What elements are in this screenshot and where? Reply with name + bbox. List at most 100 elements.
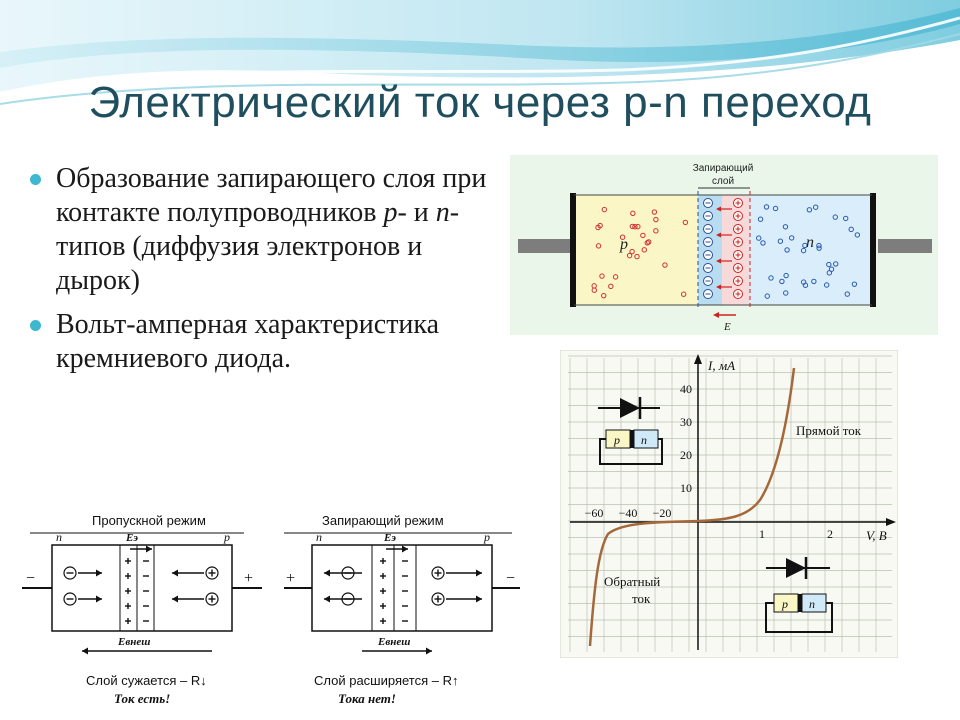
field-label: E [723,321,731,333]
forward-diode: p n [598,397,663,465]
electron-dot [816,242,822,249]
hole-dot [632,224,638,230]
forward-mode-title: Пропускной режим [92,513,206,528]
bullet-2-text: Вольт-амперная характеристика кремниевог… [56,309,440,374]
electron-dot [779,278,785,285]
field-line-head [716,284,721,290]
vac-curve [588,367,796,647]
field-line-head [716,232,721,238]
reverse-wire [765,602,833,633]
electron-dot [851,281,858,287]
carrier-arrow-head [426,647,432,655]
hole-dot [680,291,687,297]
electron-dot [832,214,838,220]
hole-dot [662,262,668,268]
carrier-arrow-head [402,545,408,553]
reverse-mode-title: Запирающий режим [322,513,444,528]
junction-diagram: Запирающий слой p n E [510,155,938,335]
hole-dot [646,239,652,245]
carrier-arrow-head [96,569,102,577]
lead-right [878,239,932,253]
electron-dot [757,216,764,222]
vac-chart: I, мА V, В 40 30 20 10 −60 −40 −20 1 2 П… [560,350,898,658]
hole-dot [635,223,641,230]
forward-caption-1: Слой сужается – R↓ [86,673,207,688]
slide-title: Электрический ток через p-n переход [88,78,872,127]
x-tick-2: 2 [827,527,833,541]
carrier-arrow-head [172,569,178,577]
electron-dot [784,247,790,253]
y-tick-10: 10 [680,481,692,495]
carrier-arrow-head [476,569,482,577]
bullet-list: Образование запирающего слоя при контакт… [28,162,508,386]
carrier-arrow-head [324,569,330,577]
x-axis-arrow [886,518,896,526]
hole-dot [619,234,626,240]
electron-dot [763,204,770,210]
electron-dot [768,275,774,281]
hole-dot [599,273,605,279]
carrier-arrow-head [324,595,330,603]
electron-dot [816,245,822,251]
forward-caption-2: Ток есть! [114,691,170,706]
forward-junction [630,430,634,448]
chart-background [560,350,898,658]
bullet-1-n: n [435,197,450,228]
electron-dot [848,226,854,233]
hole-dot [626,252,633,259]
reverse-minus-sign: − [506,570,515,587]
field-line-head [716,258,721,264]
forward-plus-sign: + [244,570,253,587]
contact-left [570,193,576,307]
forward-e-ext-label: Eвнеш [117,636,150,648]
reverse-body [311,544,493,632]
electron-dot [842,215,849,222]
carrier-arrow-head [476,595,482,603]
diode-triangle [786,558,806,578]
reverse-p-label: p [483,530,490,544]
bullet-item-2: Вольт-амперная характеристика кремниевог… [28,308,508,376]
forward-carriers [63,545,219,655]
hole-dot [601,292,607,299]
p-holes [591,206,689,299]
reverse-caption-1: Слой расширяется – R↑ [314,673,459,688]
forward-p-label: p [223,530,230,544]
electron-dot [782,224,789,230]
hole-dot [640,232,646,239]
y-tick-20: 20 [680,448,692,462]
hole-dot [595,243,602,249]
hole-dot [597,222,603,229]
y-axis-label: I, мА [707,358,735,373]
y-tick-30: 30 [680,415,692,429]
bullet-1-p: p [383,197,398,228]
carrier-arrow-head [82,647,88,655]
reverse-mode: Запирающий режим + − n p Eэ Eвнеш Слой р… [284,513,520,706]
electron-dot [826,261,832,268]
wave-mid [0,8,960,68]
wave-line [0,16,960,98]
field-arrow-head [713,312,719,318]
hole-dot [629,248,635,255]
layer-label-line1: Запирающий [693,163,754,174]
electron-dot [800,247,807,254]
reverse-diode: p n [765,557,833,633]
wave-line-2 [0,33,960,105]
electron-dot [811,278,817,285]
bias-modes-diagram: Пропускной режим − + n p Eэ Eвнеш Слой с… [22,503,522,713]
reverse-caption-2: Тока нет! [338,691,396,706]
bullet-1-text-a: Образование запирающего слоя при контакт… [56,163,487,228]
hole-dot [634,253,640,260]
electron-dot [760,240,766,246]
y-axis-arrow [694,354,702,364]
x-tick-neg40: −40 [619,506,638,520]
electron-dot [802,282,809,288]
modes-background [22,503,522,713]
electron-dot [854,232,861,238]
bullet-dot [30,320,41,331]
electron-dot [812,204,819,210]
electron-dot [802,242,808,249]
reverse-p-label: p [781,597,788,611]
forward-current-label: Прямой ток [796,423,862,438]
electron-dot [806,207,813,213]
